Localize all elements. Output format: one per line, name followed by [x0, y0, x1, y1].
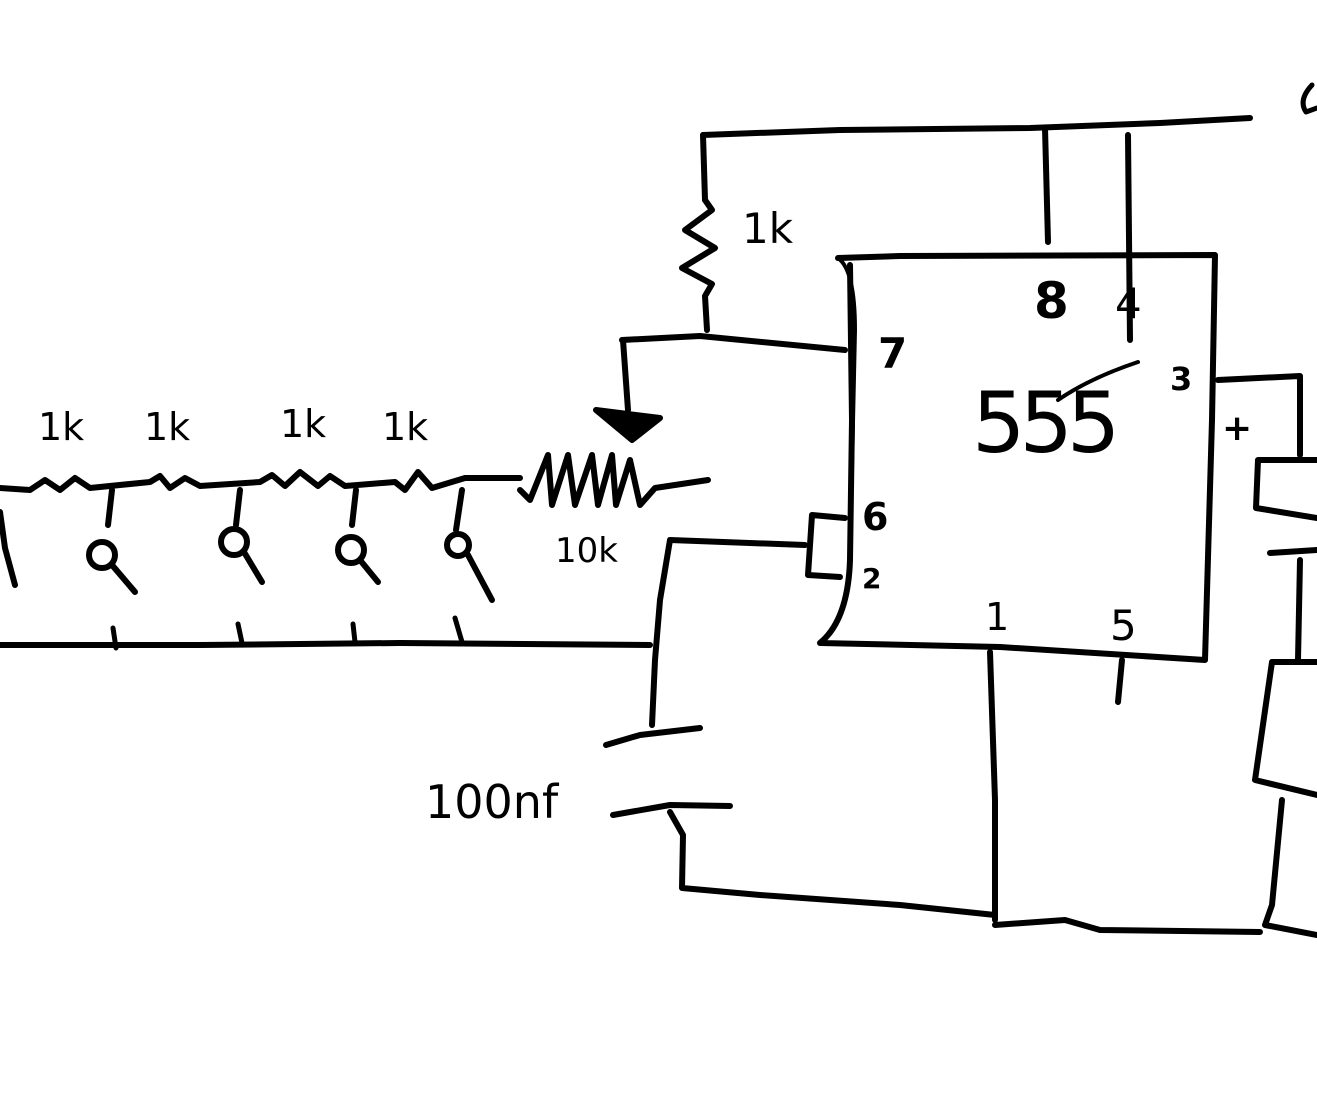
pin-1-label: 1 — [985, 595, 1009, 639]
switch-4 — [444, 487, 495, 603]
trim-resistor-label: 10k — [555, 531, 618, 571]
ladder-resistor-label-4: 1k — [382, 405, 428, 449]
supply-rail — [700, 115, 1253, 138]
wire-pin7 — [619, 333, 848, 353]
chip-555-left-edge — [836, 256, 857, 562]
output-wire-ground — [1262, 797, 1317, 938]
capacitor-label: 100nf — [425, 775, 560, 829]
supply-label-fragment — [1300, 82, 1317, 115]
ladder-resistor-label-3: 1k — [280, 402, 326, 446]
chip-name-overline — [1056, 360, 1140, 402]
wire-pin4 — [1125, 132, 1133, 343]
switch-leftmost — [0, 509, 18, 588]
wire-trim-wiper — [620, 337, 631, 413]
wire-pin5 — [1115, 657, 1125, 705]
output-component-bottom — [1252, 659, 1317, 798]
pin-4-label: 4 — [1115, 279, 1142, 328]
output-wire-drop — [1295, 557, 1303, 663]
output-component-top — [1253, 457, 1317, 521]
switch-1 — [86, 487, 138, 595]
switch-2 — [218, 487, 265, 585]
return-tick-4 — [452, 615, 465, 645]
pin-8-label: 8 — [1034, 272, 1069, 330]
return-tick-1 — [110, 625, 119, 651]
ladder-resistor-label-2: 1k — [144, 405, 190, 449]
ground-rail-bottom — [992, 917, 1263, 935]
return-tick-3 — [350, 621, 358, 645]
trigger-threshold-bracket — [805, 512, 848, 580]
capacitor-plate-top — [603, 725, 703, 748]
switch-3 — [335, 487, 381, 585]
ground-wire-pin1 — [987, 649, 998, 923]
pin-6-label: 6 — [862, 495, 888, 539]
pin-2-label: 2 — [862, 562, 881, 595]
pin-5-label: 5 — [1110, 601, 1137, 650]
chip-555-body — [817, 252, 1218, 663]
return-tick-2 — [235, 621, 245, 646]
pullup-resistor — [679, 197, 718, 333]
wire-pin3-output — [1215, 373, 1303, 458]
wire-pin8 — [1042, 125, 1051, 245]
trim-wiper-arrow — [593, 407, 663, 443]
pin-7-label: 7 — [878, 329, 907, 378]
ladder-return-rail — [0, 640, 653, 648]
chip-name: 555 — [972, 374, 1114, 472]
output-wire-mid — [1267, 547, 1317, 556]
capacitor-plate-bottom — [610, 802, 733, 818]
ground-wire-capacitor — [667, 809, 998, 918]
pullup-resistor-label: 1k — [742, 204, 794, 253]
wire-pin2-6-timing — [649, 537, 808, 728]
output-plus-label: + — [1222, 408, 1252, 449]
pin-3-label: 3 — [1170, 360, 1192, 398]
trim-resistor-10k — [517, 452, 711, 508]
ladder-resistor-label-1: 1k — [38, 405, 84, 449]
pullup-wire-top — [700, 132, 708, 203]
ladder-rail — [0, 469, 523, 493]
